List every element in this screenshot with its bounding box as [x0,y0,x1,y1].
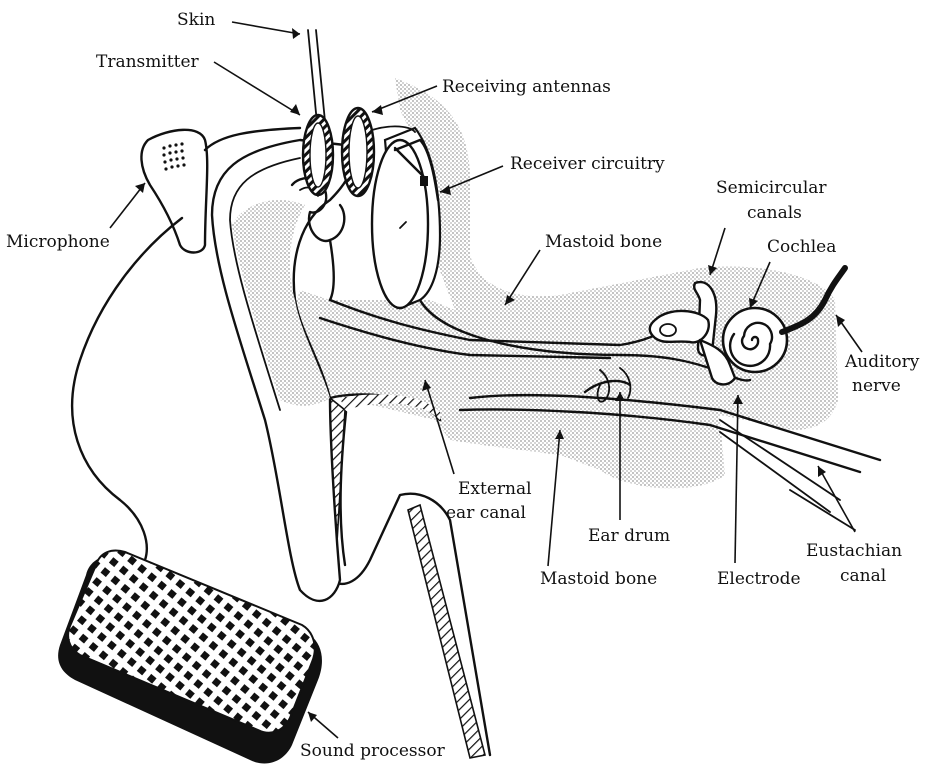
label-cochlea: Cochlea [767,237,836,257]
label-external-1: External [458,479,532,499]
label-ear-drum: Ear drum [588,526,670,546]
label-microphone: Microphone [6,232,110,252]
sound-processor [58,551,322,764]
label-auditory-1: Auditory [844,352,920,372]
hatched-bone-2 [408,505,485,758]
transmitter-coil [303,115,333,195]
label-receiver-circuitry: Receiver circuitry [510,154,665,174]
label-mastoid-bone-upper: Mastoid bone [545,232,662,252]
label-external-2: ear canal [446,503,526,523]
label-eustachian-2: canal [840,566,886,586]
label-sound-processor: Sound processor [300,741,446,761]
label-semicircular-1: Semicircular [716,178,827,198]
label-transmitter: Transmitter [96,52,200,72]
receiving-antenna-coil [342,108,374,196]
label-receiving-antennas: Receiving antennas [442,77,611,97]
label-auditory-2: nerve [852,376,901,396]
label-skin: Skin [177,10,215,30]
label-semicircular-2: canals [747,203,802,223]
label-eustachian-1: Eustachian [806,541,902,561]
middle-ear-shade [560,411,725,489]
label-mastoid-bone-lower: Mastoid bone [540,569,657,589]
label-electrode: Electrode [717,569,801,589]
microphone-cable [72,218,182,560]
